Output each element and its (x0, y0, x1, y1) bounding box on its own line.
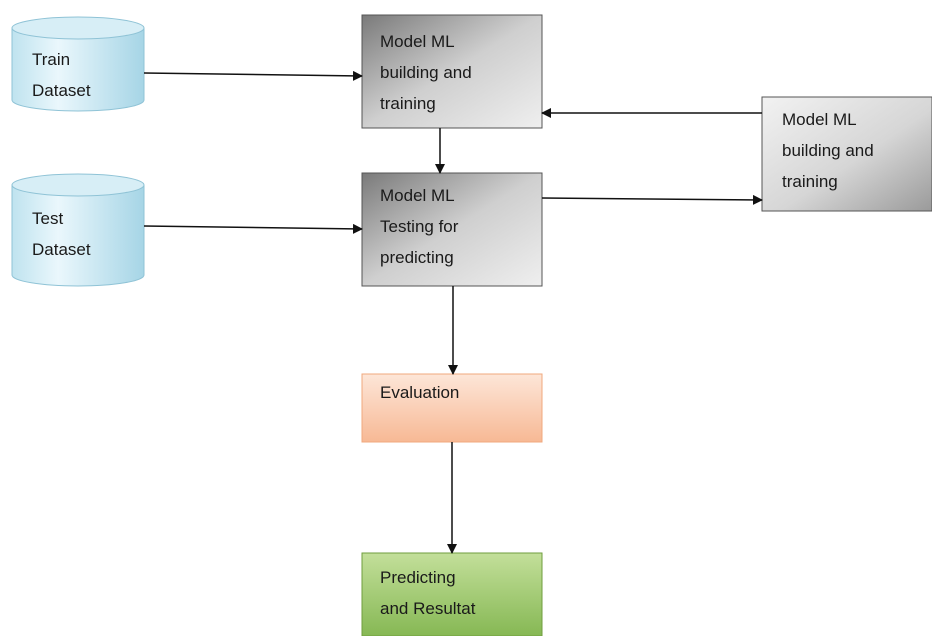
predicting-result-label: Predicting and Resultat (380, 568, 476, 618)
model-building-box (361, 14, 543, 129)
train-dataset-cylinder (11, 16, 145, 112)
arrow-test-to-testing (143, 223, 363, 234)
model-building-side-box (761, 96, 932, 212)
model-testing-label: Model ML Testing for predicting (380, 186, 459, 267)
test-dataset-label: Test Dataset (32, 209, 91, 259)
test-dataset-cylinder (11, 173, 145, 287)
predicting-result-box (361, 552, 543, 636)
evaluation-box (361, 373, 543, 443)
model-testing-box (361, 172, 543, 287)
train-dataset-label: Train Dataset (32, 50, 91, 100)
arrow-train-to-building (143, 70, 363, 81)
model-building-side-label: Model ML building and training (782, 110, 874, 191)
arrow-testing-to-side (541, 194, 763, 205)
model-building-label: Model ML building and training (380, 32, 472, 113)
evaluation-label: Evaluation (380, 383, 460, 402)
